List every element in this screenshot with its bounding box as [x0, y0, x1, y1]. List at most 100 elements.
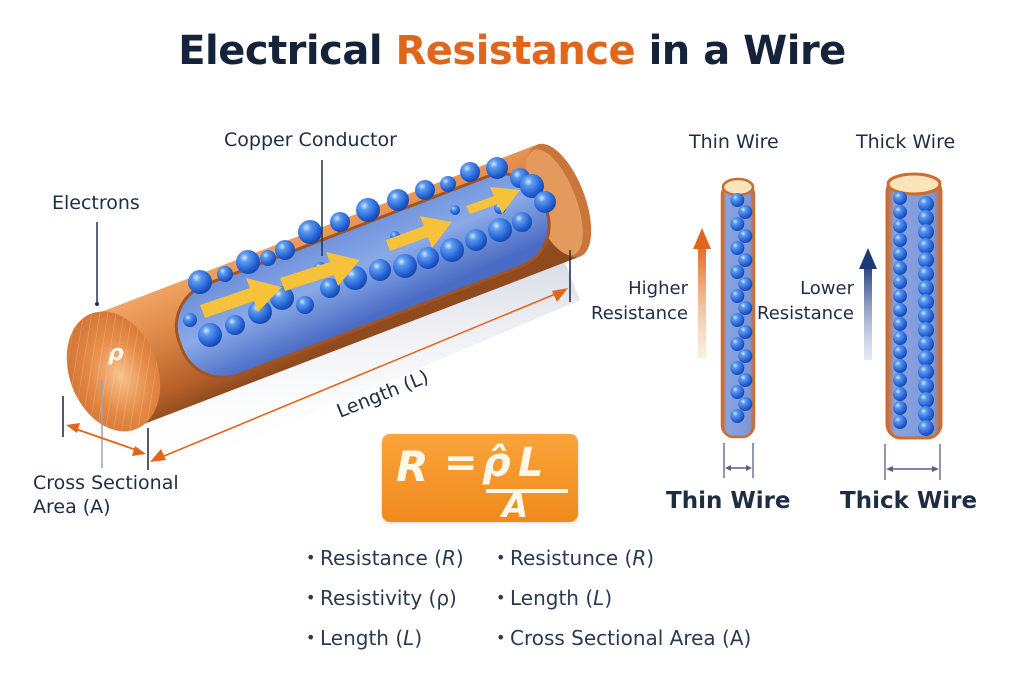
electron: [387, 189, 409, 211]
electron: [730, 337, 745, 351]
electron: [918, 280, 934, 296]
cross-section-label-line2: Area (A): [33, 496, 111, 518]
electron: [217, 266, 233, 282]
electron: [248, 300, 272, 324]
electron: [417, 247, 439, 269]
electron: [369, 259, 391, 281]
thin-wire-top-label: Thin Wire: [689, 131, 779, 153]
electron: [893, 219, 907, 233]
electron: [918, 392, 934, 408]
electron: [260, 250, 276, 266]
electron: [918, 308, 934, 324]
electron: [730, 409, 745, 423]
electron: [893, 373, 907, 387]
electron: [298, 220, 322, 244]
electron: [275, 240, 295, 260]
electron: [893, 331, 907, 345]
electron: [918, 266, 934, 282]
electron: [893, 289, 907, 303]
flow-arrow-4: [466, 187, 520, 214]
diagram-title: Electrical Resistance in a Wire: [0, 28, 1024, 74]
electron: [918, 238, 934, 254]
electron: [225, 315, 245, 335]
electrons-group: [183, 157, 556, 347]
title-text-start: Electrical: [178, 28, 396, 74]
area-dimension-line: [69, 426, 143, 453]
electron: [440, 238, 464, 262]
electron: [534, 191, 556, 213]
electron: [512, 212, 532, 232]
electron: [356, 198, 380, 222]
electron: [738, 205, 753, 219]
electron: [730, 313, 745, 327]
resistance-formula: R = ρ̂ L A: [382, 434, 578, 526]
higher-resistance-label-line2: Resistance: [591, 303, 688, 324]
formula-equals: =: [444, 440, 478, 486]
thin-wire: [720, 177, 756, 439]
electron: [893, 261, 907, 275]
higher-resistance-arrowhead: [693, 228, 711, 249]
electron: [893, 303, 907, 317]
electron: [486, 157, 508, 179]
thick-wire: [885, 172, 943, 440]
electron: [730, 265, 745, 279]
electron: [730, 289, 745, 303]
formula-length: L: [518, 440, 544, 486]
electrons-label: Electrons: [52, 192, 140, 214]
electron: [893, 275, 907, 289]
electron: [730, 361, 745, 375]
definition-item: •Cross Sectional Area (A): [496, 626, 752, 650]
formula-resistivity: ρ̂: [482, 440, 511, 486]
formula-resistance: R: [396, 442, 429, 491]
higher-resistance-label-line1: Higher: [628, 278, 688, 299]
electron: [893, 401, 907, 415]
flow-arrow-3: [386, 216, 452, 251]
length-arrowhead-left: [150, 449, 166, 462]
electron: [738, 397, 753, 411]
electron: [893, 317, 907, 331]
thick-wire-top-label: Thick Wire: [856, 131, 956, 153]
cross-section-label-line1: Cross Sectional: [33, 472, 179, 494]
electron: [893, 247, 907, 261]
electron: [893, 345, 907, 359]
electron: [893, 233, 907, 247]
electron-flow-arrows: [200, 187, 520, 318]
lower-resistance-label-line2: Resistance: [757, 303, 854, 324]
electron: [918, 224, 934, 240]
definitions-left-list: •Resistance (R) •Resistivity (ρ) •Length…: [306, 538, 464, 658]
electron: [415, 180, 435, 200]
electron: [738, 253, 753, 267]
electron: [730, 241, 745, 255]
electron: [330, 212, 350, 232]
electron: [918, 252, 934, 268]
electron: [918, 336, 934, 352]
electron: [893, 387, 907, 401]
electron: [918, 210, 934, 226]
electron: [296, 296, 314, 314]
electron: [188, 270, 212, 294]
title-text-end: in a Wire: [635, 28, 847, 74]
area-arrowhead-left: [66, 423, 80, 433]
length-arrowhead-right: [552, 288, 568, 302]
electron: [738, 277, 753, 291]
electron: [236, 250, 260, 274]
electron: [198, 323, 222, 347]
electron: [440, 176, 456, 192]
electron: [893, 205, 907, 219]
electron: [918, 406, 934, 422]
thick-wire-bottom-label: Thick Wire: [840, 488, 978, 514]
definition-item: •Length (L): [496, 586, 613, 610]
definitions-right-list: •Resistunce (R) •Length (L) •Cross Secti…: [496, 538, 751, 658]
length-dimension-line: [151, 289, 566, 462]
definition-item: •Resistance (R): [306, 546, 464, 570]
electron: [738, 349, 753, 363]
title-accent-word: Resistance: [395, 28, 636, 74]
electron: [183, 313, 197, 327]
electron: [450, 205, 460, 215]
electron: [918, 350, 934, 366]
electron: [918, 294, 934, 310]
electron: [488, 218, 512, 242]
area-arrowhead-right: [132, 446, 146, 456]
electron: [918, 364, 934, 380]
